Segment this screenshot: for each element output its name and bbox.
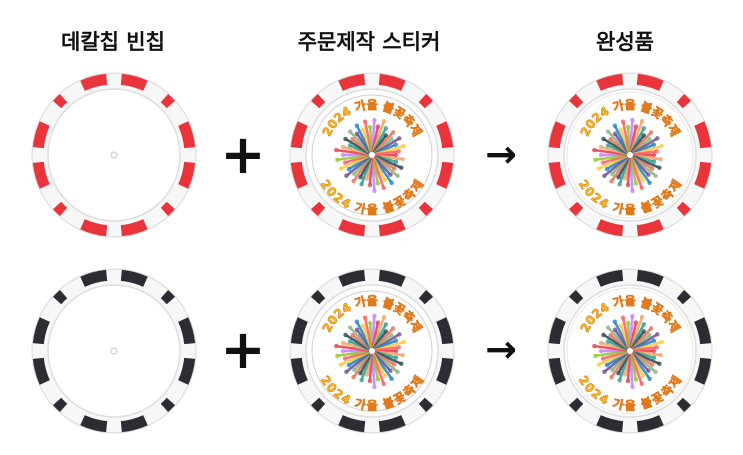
chip-edge-segment xyxy=(160,94,175,109)
chip-edge-segment xyxy=(290,317,308,345)
chip-edge-segment xyxy=(32,161,50,189)
chip-edge-segment xyxy=(596,219,624,237)
chip-edge-segment xyxy=(548,161,566,189)
chip-edge-segment xyxy=(694,161,712,189)
chip-edge-segment xyxy=(548,357,566,385)
chip-edge-segment xyxy=(378,73,406,91)
chip-edge-segment xyxy=(569,290,584,305)
chip-edge-segment xyxy=(569,201,584,216)
chip-edge-segment xyxy=(338,219,366,237)
chip-edge-segment xyxy=(53,290,68,305)
chip-edge-segment xyxy=(676,201,691,216)
red-blank-chip xyxy=(31,72,197,238)
chip-edge-segment xyxy=(694,357,712,385)
chip-edge-segment xyxy=(378,269,406,287)
chip-edge-segment xyxy=(311,290,326,305)
arrow-right-icon: → xyxy=(485,132,517,176)
chip-edge-segment xyxy=(596,415,624,433)
chip-edge-segment xyxy=(676,94,691,109)
chip-edge-segment xyxy=(178,121,196,149)
chip-edge-segment xyxy=(178,317,196,345)
chip-edge-segment xyxy=(311,201,326,216)
chip-edge-segment xyxy=(53,201,68,216)
plus-icon: + xyxy=(220,318,266,381)
chip-edge-segment xyxy=(569,94,584,109)
chip-edge-segment xyxy=(636,219,664,237)
heading-finished-product: 완성품 xyxy=(596,30,654,54)
chip-edge-segment xyxy=(378,219,406,237)
chip-edge-segment xyxy=(636,269,664,287)
chip-edge-segment xyxy=(178,357,196,385)
arrow-right-icon: → xyxy=(485,327,517,371)
chip-edge-segment xyxy=(694,121,712,149)
chip-edge-segment xyxy=(120,73,148,91)
chip-edge-segment xyxy=(160,290,175,305)
chip-edge-segment xyxy=(32,317,50,345)
heading-blank-chip: 데칼칩 빈칩 xyxy=(61,30,165,54)
chip-edge-segment xyxy=(32,121,50,149)
chip-edge-segment xyxy=(311,94,326,109)
chip-edge-segment xyxy=(548,121,566,149)
chip-edge-segment xyxy=(290,161,308,189)
chip-edge-segment xyxy=(32,357,50,385)
chip-edge-segment xyxy=(436,317,454,345)
chip-edge-segment xyxy=(80,415,108,433)
chip-edge-segment xyxy=(178,161,196,189)
center-hole-icon xyxy=(110,151,118,159)
chip-edge-segment xyxy=(290,357,308,385)
chip-edge-segment xyxy=(418,290,433,305)
chip-edge-segment xyxy=(694,317,712,345)
chip-edge-segment xyxy=(418,201,433,216)
firework-burst-icon xyxy=(334,313,406,390)
chip-edge-segment xyxy=(311,397,326,412)
chip-edge-segment xyxy=(436,121,454,149)
chip-edge-segment xyxy=(418,94,433,109)
chip-edge-segment xyxy=(120,269,148,287)
chip-edge-segment xyxy=(596,73,624,91)
chip-edge-segment xyxy=(636,73,664,91)
chip-edge-segment xyxy=(676,290,691,305)
chip-edge-segment xyxy=(338,269,366,287)
firework-burst-icon xyxy=(592,313,664,390)
chip-edge-segment xyxy=(676,397,691,412)
plus-icon: + xyxy=(220,123,266,186)
chip-edge-segment xyxy=(338,415,366,433)
center-hole-icon xyxy=(110,347,118,355)
chip-edge-segment xyxy=(160,397,175,412)
chip-edge-segment xyxy=(636,415,664,433)
chip-edge-segment xyxy=(418,397,433,412)
chip-edge-segment xyxy=(548,317,566,345)
chip-edge-segment xyxy=(80,269,108,287)
chip-edge-segment xyxy=(80,219,108,237)
heading-custom-sticker: 주문제작 스티커 xyxy=(297,30,441,54)
firework-burst-icon xyxy=(334,117,406,194)
chip-edge-segment xyxy=(569,397,584,412)
chip-edge-segment xyxy=(436,161,454,189)
firework-burst-icon xyxy=(592,117,664,194)
chip-edge-segment xyxy=(160,201,175,216)
chip-edge-segment xyxy=(53,397,68,412)
chip-edge-segment xyxy=(53,94,68,109)
chip-edge-segment xyxy=(338,73,366,91)
black-blank-chip xyxy=(31,268,197,434)
chip-edge-segment xyxy=(120,415,148,433)
chip-edge-segment xyxy=(596,269,624,287)
chip-edge-segment xyxy=(378,415,406,433)
chip-edge-segment xyxy=(290,121,308,149)
chip-edge-segment xyxy=(120,219,148,237)
chip-edge-segment xyxy=(80,73,108,91)
chip-edge-segment xyxy=(436,357,454,385)
